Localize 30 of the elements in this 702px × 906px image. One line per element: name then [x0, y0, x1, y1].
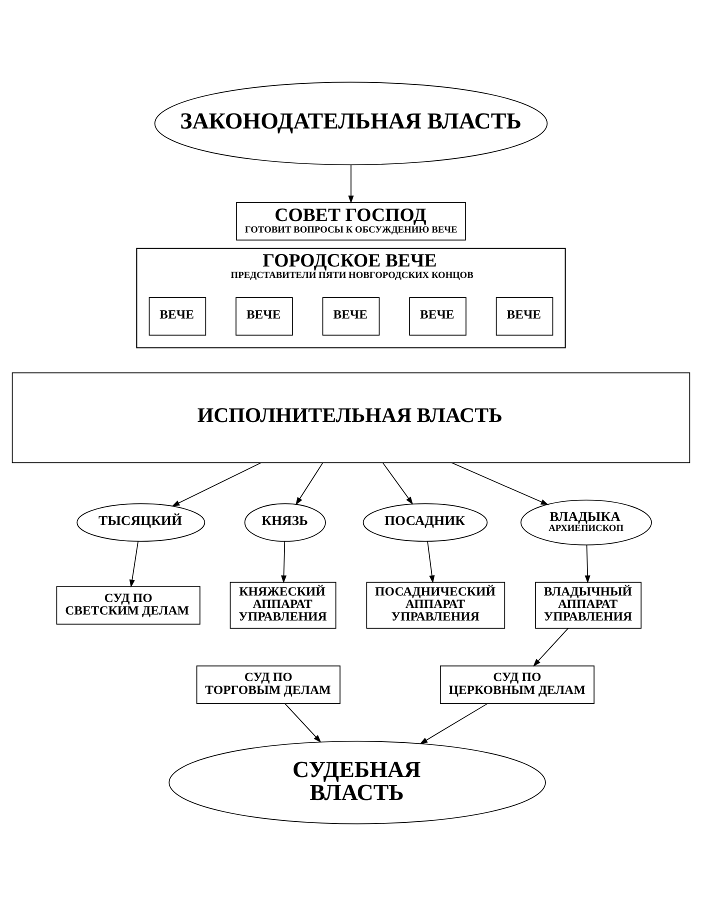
node-box: ИСПОЛНИТЕЛЬНАЯ ВЛАСТЬ: [12, 372, 690, 464]
node-ellipse: ТЫСЯЦКИЙ: [76, 503, 206, 542]
arrow: [172, 462, 262, 506]
node-box: ВЕЧЕ: [148, 297, 206, 336]
arrow: [420, 703, 488, 744]
arrow: [427, 541, 435, 584]
arrow: [284, 703, 322, 743]
arrow: [281, 541, 287, 584]
arrow: [382, 462, 414, 505]
arrow: [296, 462, 324, 506]
node-ellipse: ПОСАДНИК: [362, 503, 488, 542]
node-box: СУД ПО СВЕТСКИМ ДЕЛАМ: [56, 586, 200, 625]
node-box: СУД ПО ЦЕРКОВНЫМ ДЕЛАМ: [440, 666, 594, 704]
node-box: ВЕЧЕ: [236, 297, 293, 336]
node-box: ВЕЧЕ: [322, 297, 380, 336]
arrow: [129, 541, 139, 588]
node-box: ВЕЧЕ: [409, 297, 466, 336]
node-ellipse: КНЯЗЬ: [244, 503, 326, 542]
node-box: КНЯЖЕСКИЙ АППАРАТ УПРАВЛЕНИЯ: [230, 582, 336, 629]
node-ellipse: ЗАКОНОДАТЕЛЬНАЯ ВЛАСТЬ: [154, 82, 548, 166]
arrow: [348, 164, 354, 204]
arrow: [584, 544, 590, 584]
node-ellipse: СУДЕБНАЯ ВЛАСТЬ: [168, 740, 546, 824]
arrow: [451, 462, 549, 506]
node-box: ВЕЧЕ: [496, 297, 554, 336]
node-box: ВЛАДЫЧНЫЙ АППАРАТ УПРАВЛЕНИЯ: [535, 582, 642, 629]
node-box: СУД ПО ТОРГОВЫМ ДЕЛАМ: [196, 666, 340, 704]
arrow: [533, 628, 569, 667]
node-box: ПОСАДНИЧЕСКИЙ АППАРАТ УПРАВЛЕНИЯ: [366, 582, 506, 629]
node-box: СОВЕТ ГОСПОД ГОТОВИТ ВОПРОСЫ К ОБСУЖДЕНИЮ ВЕЧЕ: [236, 202, 466, 240]
